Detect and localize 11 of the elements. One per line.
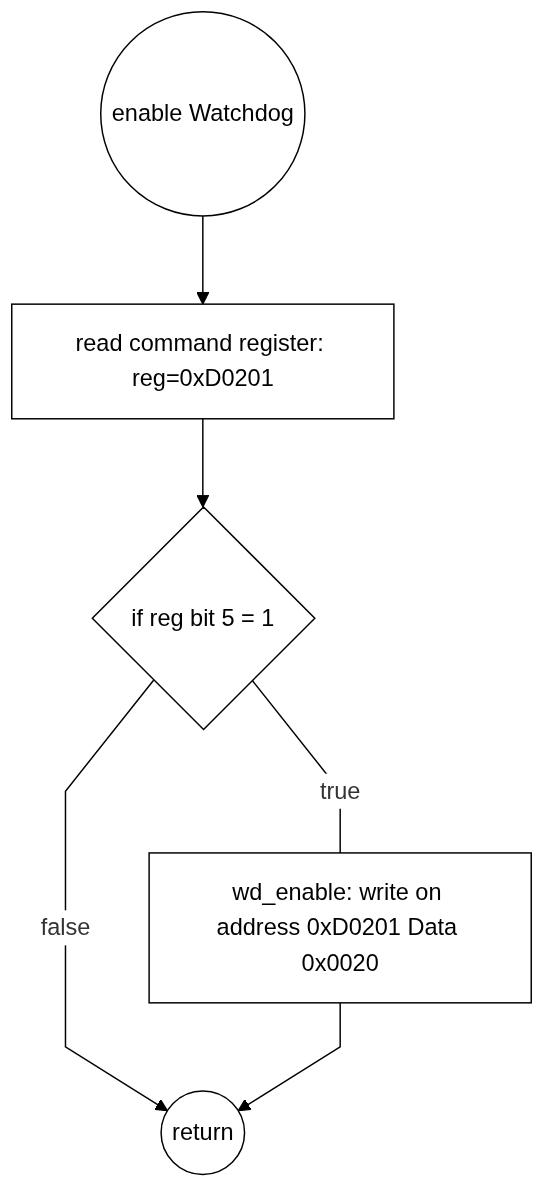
node-diamond: if reg bit 5 = 1 <box>91 505 316 731</box>
arrow <box>237 1002 341 1112</box>
node-box: wd_enable: write on address 0xD0201 Data 0x0020 <box>148 852 532 1004</box>
arrow <box>196 418 210 508</box>
node-circle: return <box>160 1090 246 1176</box>
node-box: read command register: reg=0xD0201 <box>11 303 395 420</box>
edge-label: true <box>319 777 361 803</box>
node-circle: enable Watchdog <box>100 11 306 217</box>
arrow <box>64 679 168 1112</box>
arrow <box>196 215 210 305</box>
edge-label: false <box>40 914 91 940</box>
